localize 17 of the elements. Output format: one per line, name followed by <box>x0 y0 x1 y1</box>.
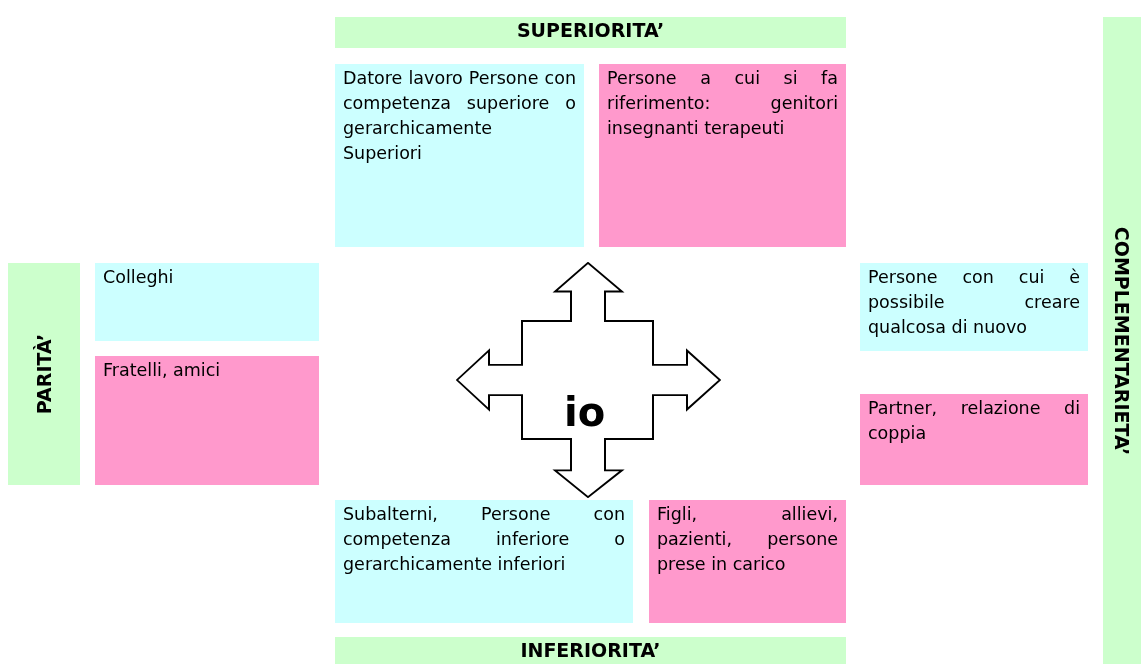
category-label: INFERIORITA’ <box>520 639 661 661</box>
text-box: Figli, allievi, pazienti, persone prese in carico <box>649 500 846 623</box>
text-box: Persone a cui si fa riferimento: genitori insegnanti terapeuti <box>599 64 846 247</box>
text-box: Partner, relazione di coppia <box>860 394 1088 485</box>
category-label: PARITÀ’ <box>33 333 55 415</box>
text-box: Subalterni, Persone con competenza inferiore o gerarchicamente inferiori <box>335 500 633 623</box>
text-box: Colleghi <box>95 263 319 341</box>
category-band <box>1103 17 1141 664</box>
text-box: Fratelli, amici <box>95 356 319 485</box>
text-box: Datore lavoro Persone con competenza superiore o gerarchicamente Superiori <box>335 64 584 247</box>
category-band <box>8 263 80 485</box>
text-box: Persone con cui è possibile creare qualcosa di nuovo <box>860 263 1088 351</box>
category-label: SUPERIORITA’ <box>516 19 665 41</box>
category-label: COMPLEMENTARIETA’ <box>1111 226 1133 455</box>
category-band <box>335 17 846 48</box>
four-way-arrow <box>456 262 721 498</box>
center-label: io <box>564 390 606 434</box>
